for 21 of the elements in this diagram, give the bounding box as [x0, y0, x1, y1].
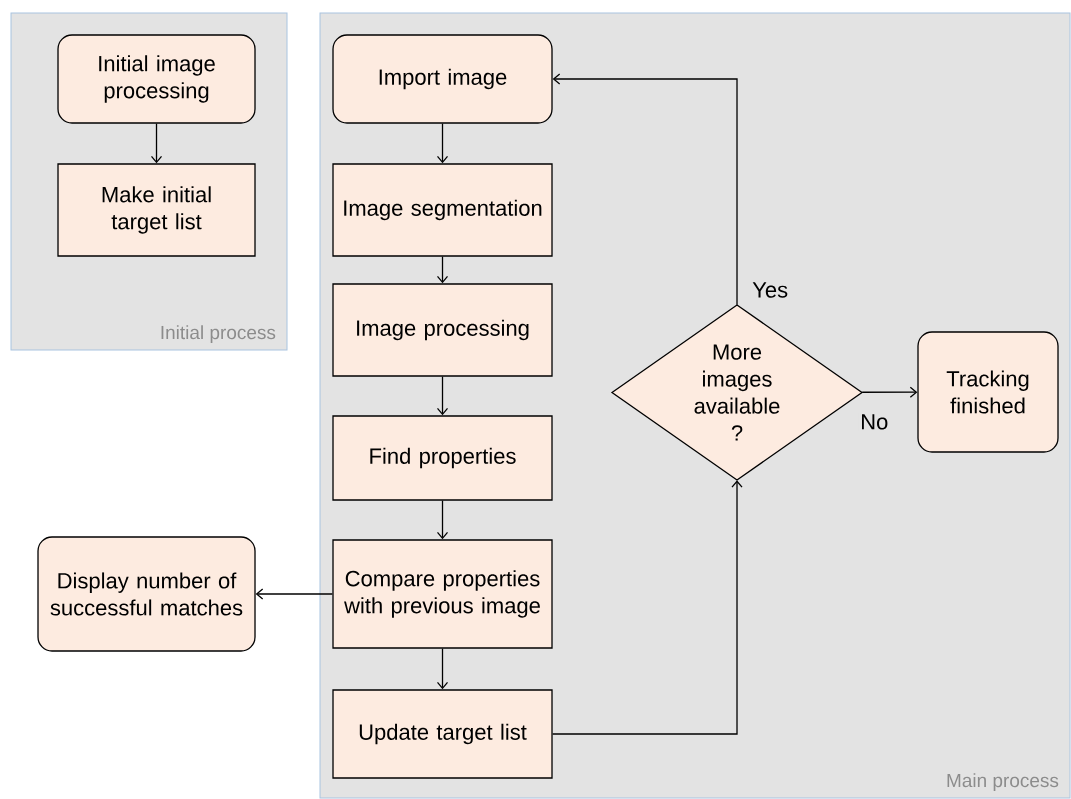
terminal-box: Tracking finished: [917, 331, 1059, 453]
process-box: Compare properties with previous image: [332, 539, 553, 649]
arrow: [436, 500, 449, 540]
arrow: [436, 648, 449, 690]
process-box: Find properties: [332, 415, 553, 501]
process-box: Make initial target list: [57, 163, 256, 257]
edge-label: Yes: [750, 280, 791, 300]
process-box: Image processing: [332, 283, 553, 377]
arrow: [436, 256, 449, 284]
terminal-box: Display number of successful matches: [37, 536, 256, 652]
process-box: Update target list: [332, 689, 553, 779]
arrow: [552, 73, 738, 306]
arrow: [861, 386, 918, 398]
arrow: [436, 123, 449, 164]
arrow: [255, 588, 333, 600]
arrow: [552, 480, 743, 735]
process-box: Image segmentation: [332, 163, 553, 257]
terminal-box: Import image: [332, 34, 553, 124]
arrow: [436, 376, 449, 416]
terminal-box: Initial image processing: [57, 34, 256, 124]
arrow: [150, 123, 163, 164]
